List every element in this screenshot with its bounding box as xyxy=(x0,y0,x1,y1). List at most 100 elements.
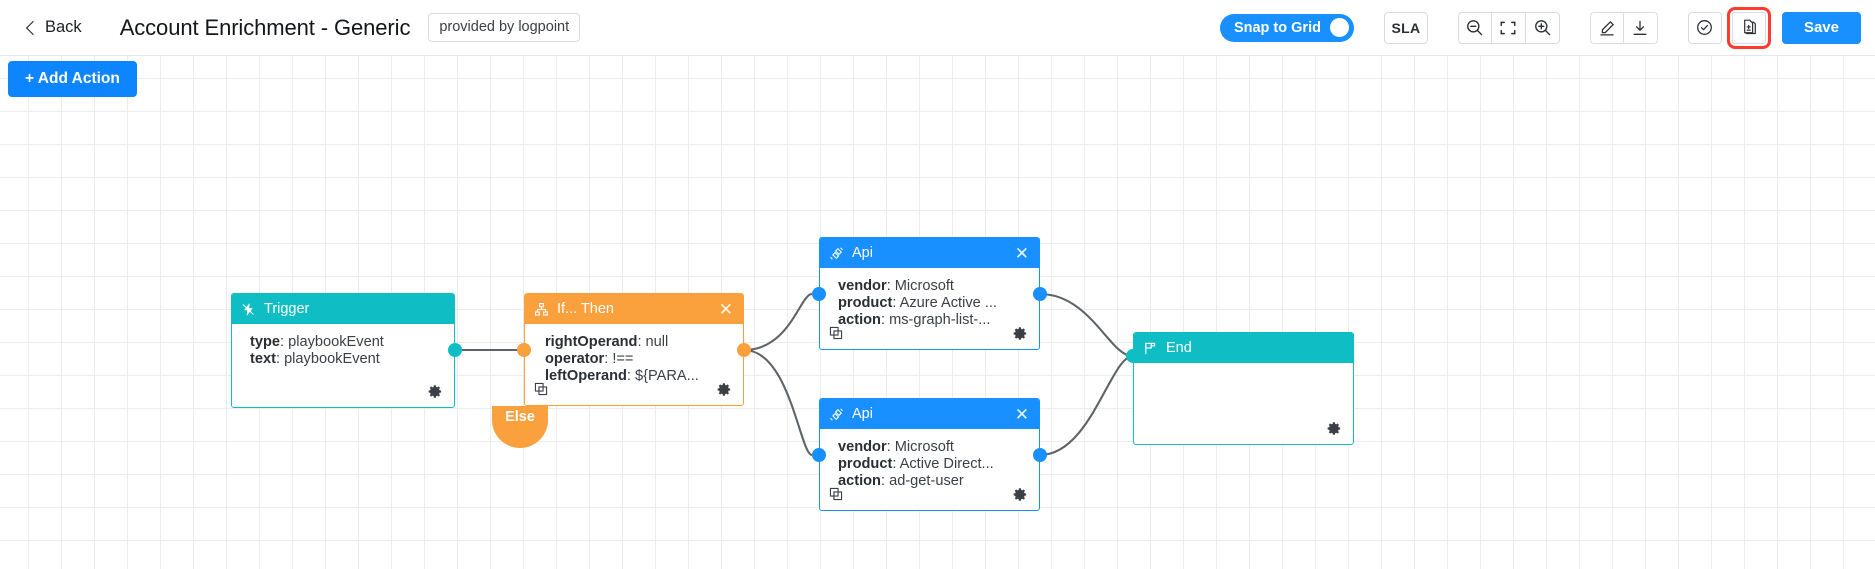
node-header[interactable]: Trigger xyxy=(232,294,454,324)
fit-to-screen-button[interactable] xyxy=(1491,11,1526,44)
validate-button[interactable] xyxy=(1687,11,1722,44)
field-key: rightOperand xyxy=(545,334,638,350)
node-title: Api xyxy=(852,245,873,261)
node-title: Api xyxy=(852,406,873,422)
add-action-button[interactable]: + Add Action xyxy=(8,61,137,97)
port-trigger-out[interactable] xyxy=(448,343,462,357)
port-api-azure-out[interactable] xyxy=(1033,287,1047,301)
node-header[interactable]: If... Then ✕ xyxy=(525,294,743,324)
document-versions-icon xyxy=(1744,19,1757,35)
node-field: product: Active Direct... xyxy=(838,455,994,472)
node-end[interactable]: End xyxy=(1133,332,1354,445)
node-body: rightOperand: null operator: !== leftOpe… xyxy=(525,324,743,405)
close-icon[interactable]: ✕ xyxy=(1014,243,1029,263)
edge-api-azure-to-end xyxy=(1039,292,1133,358)
app-header: Back Account Enrichment - Generic provid… xyxy=(0,0,1875,56)
close-icon[interactable]: ✕ xyxy=(718,299,733,319)
node-title: Trigger xyxy=(264,301,310,317)
fit-to-screen-icon xyxy=(1500,21,1516,34)
else-label: Else xyxy=(505,409,535,425)
save-button[interactable]: Save xyxy=(1781,11,1861,44)
port-if-out[interactable] xyxy=(737,343,751,357)
sla-button[interactable]: SLA xyxy=(1383,11,1428,44)
pencil-edit-icon xyxy=(1600,20,1615,36)
node-field: vendor: Microsoft xyxy=(838,439,954,455)
field-value: Microsoft xyxy=(894,439,954,455)
field-key: action xyxy=(838,472,881,489)
node-field: vendor: Microsoft xyxy=(838,278,954,294)
settings-gear-icon[interactable] xyxy=(428,384,443,399)
field-value: playbookEvent xyxy=(288,334,384,350)
node-api-azure[interactable]: Api ✕ vendor: Microsoft product: Azure A… xyxy=(819,237,1040,350)
back-button-label: Back xyxy=(45,18,82,36)
field-key: operator xyxy=(545,350,605,367)
port-if-in[interactable] xyxy=(517,343,531,357)
download-icon xyxy=(1633,20,1647,35)
settings-gear-icon[interactable] xyxy=(1327,421,1342,436)
lightning-bolt-icon xyxy=(242,302,254,316)
playbook-canvas[interactable]: + Add Action Trigger type: playbookEvent xyxy=(0,56,1875,569)
port-api-ad-out[interactable] xyxy=(1033,448,1047,462)
field-key: action xyxy=(838,311,881,328)
port-api-azure-in[interactable] xyxy=(812,287,826,301)
duplicate-icon[interactable] xyxy=(829,487,843,501)
versions-button[interactable] xyxy=(1726,6,1771,49)
zoom-in-button[interactable] xyxy=(1525,11,1560,44)
zoom-out-button[interactable] xyxy=(1457,11,1492,44)
edge-if-to-api-ad xyxy=(743,348,813,457)
close-icon[interactable]: ✕ xyxy=(1014,404,1029,424)
zoom-in-icon xyxy=(1535,20,1551,36)
provided-by-badge: provided by logpoint xyxy=(428,13,581,42)
header-left-group: Back Account Enrichment - Generic provid… xyxy=(0,13,581,42)
field-value: null xyxy=(645,334,669,350)
node-body: vendor: Microsoft product: Active Direct… xyxy=(820,429,1039,510)
field-value: ${PARA... xyxy=(635,367,699,384)
settings-gear-icon[interactable] xyxy=(1013,326,1028,341)
port-api-ad-in[interactable] xyxy=(812,448,826,462)
node-field: action: ms-graph-list-... xyxy=(838,311,991,328)
settings-gear-icon[interactable] xyxy=(717,382,732,397)
node-if-then[interactable]: If... Then ✕ rightOperand: null operator… xyxy=(524,293,744,406)
node-body: vendor: Microsoft product: Azure Active … xyxy=(820,268,1039,349)
settings-gear-icon[interactable] xyxy=(1013,487,1028,502)
node-field: rightOperand: null xyxy=(545,334,669,350)
check-circle-icon xyxy=(1697,20,1713,35)
duplicate-icon[interactable] xyxy=(829,326,843,340)
node-body xyxy=(1134,363,1353,444)
node-field: product: Azure Active ... xyxy=(838,294,997,311)
port-end-in[interactable] xyxy=(1126,349,1140,363)
node-trigger[interactable]: Trigger type: playbookEvent text: playbo… xyxy=(231,293,455,408)
back-button[interactable]: Back xyxy=(18,14,88,41)
page-title: Account Enrichment - Generic xyxy=(119,14,411,40)
edit-export-group xyxy=(1589,11,1658,44)
download-button[interactable] xyxy=(1623,11,1658,44)
field-value: playbookEvent xyxy=(284,350,380,367)
field-value: ad-get-user xyxy=(889,472,964,489)
field-key: vendor xyxy=(838,278,887,294)
node-field: operator: !== xyxy=(545,350,634,367)
header-toolbar: Snap to Grid SLA xyxy=(1219,6,1875,49)
node-header[interactable]: Api ✕ xyxy=(820,238,1039,268)
field-key: product xyxy=(838,294,893,311)
node-title: End xyxy=(1166,340,1192,356)
snap-to-grid-toggle[interactable]: Snap to Grid xyxy=(1219,13,1354,42)
node-header[interactable]: Api ✕ xyxy=(820,399,1039,429)
node-field: text: playbookEvent xyxy=(250,350,380,367)
edge-if-to-api-azure xyxy=(743,292,813,352)
node-api-ad[interactable]: Api ✕ vendor: Microsoft product: Active … xyxy=(819,398,1040,511)
zoom-controls-group xyxy=(1457,11,1560,44)
plug-connect-icon xyxy=(830,247,843,259)
connection-edges xyxy=(454,292,1133,457)
duplicate-icon[interactable] xyxy=(534,382,548,396)
field-key: vendor xyxy=(838,439,887,455)
field-value: Azure Active ... xyxy=(899,294,997,311)
snap-to-grid-label: Snap to Grid xyxy=(1233,19,1321,36)
zoom-out-icon xyxy=(1467,20,1483,36)
flag-icon xyxy=(1145,342,1156,354)
toggle-knob xyxy=(1329,18,1349,37)
field-key: product xyxy=(838,455,893,472)
edit-button[interactable] xyxy=(1589,11,1624,44)
field-value: Microsoft xyxy=(894,278,954,294)
field-value: ms-graph-list-... xyxy=(889,311,991,328)
node-header[interactable]: End xyxy=(1134,333,1353,363)
